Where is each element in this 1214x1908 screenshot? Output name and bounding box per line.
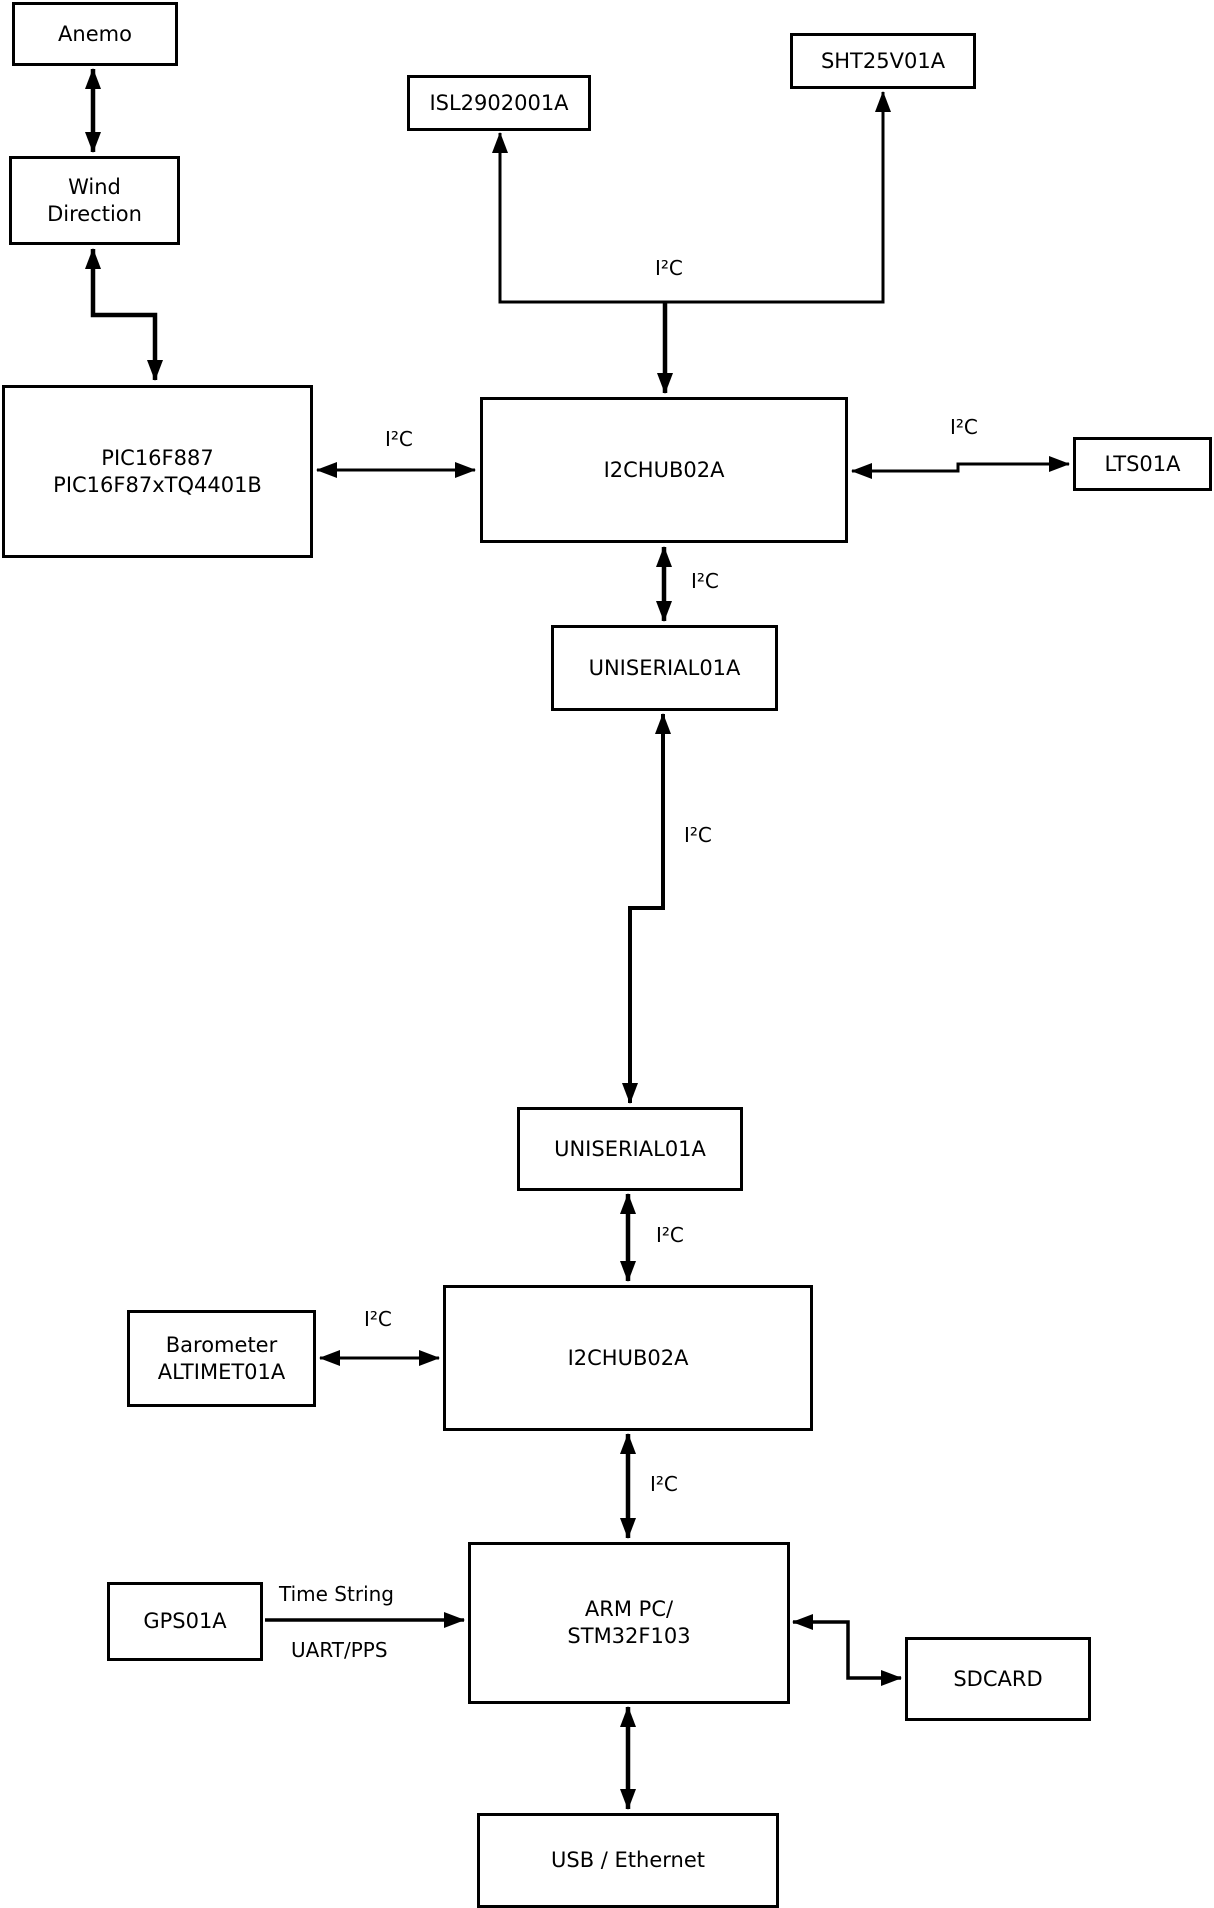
edge-label-uart-pps: UART/PPS [291, 1638, 388, 1662]
isl-label: ISL2902001A [429, 90, 569, 115]
wind-direction-label: Wind Direction [47, 174, 142, 226]
edge-label-time-string: Time String [279, 1582, 394, 1606]
wind-direction-box: Wind Direction [9, 156, 180, 245]
gps-label: GPS01A [143, 1609, 227, 1633]
uniserial-bottom-label: UNISERIAL01A [554, 1136, 706, 1161]
uniserial-top-box: UNISERIAL01A [551, 625, 778, 711]
anemo-label: Anemo [58, 21, 132, 46]
edge-label-barometer-hub2: I²C [364, 1307, 392, 1331]
edge-label-hub-lts: I²C [950, 415, 978, 439]
sdcard-label: SDCARD [953, 1666, 1043, 1691]
lts-label: LTS01A [1104, 451, 1181, 476]
barometer-box: Barometer ALTIMET01A [127, 1310, 316, 1407]
barometer-label: Barometer ALTIMET01A [157, 1332, 286, 1384]
isl-box: ISL2902001A [407, 75, 591, 131]
connector-arm-sdcard [792, 1614, 902, 1686]
uniserial-top-label: UNISERIAL01A [588, 655, 741, 680]
arm-box: ARM PC/ STM32F103 [468, 1542, 790, 1704]
arm-label: ARM PC/ STM32F103 [567, 1597, 691, 1648]
i2chub-top-label: I2CHUB02A [603, 457, 725, 482]
connector-uniserial1-uniserial2 [622, 713, 671, 1104]
sdcard-box: SDCARD [905, 1637, 1091, 1721]
connector-wind-pic [85, 248, 163, 381]
sht-box: SHT25V01A [790, 33, 976, 89]
anemo-box: Anemo [12, 2, 178, 66]
pic-label: PIC16F887 PIC16F87xTQ4401B [53, 445, 262, 497]
i2chub-top-box: I2CHUB02A [480, 397, 848, 543]
edge-label-hub-uniserial: I²C [691, 569, 719, 593]
i2chub-bottom-label: I2CHUB02A [567, 1345, 689, 1370]
usb-ethernet-label: USB / Ethernet [551, 1848, 705, 1872]
usb-ethernet-box: USB / Ethernet [477, 1813, 779, 1908]
edge-label-hub2-arm: I²C [650, 1472, 678, 1496]
uniserial-bottom-box: UNISERIAL01A [517, 1107, 743, 1191]
pic-box: PIC16F887 PIC16F87xTQ4401B [2, 385, 313, 558]
edge-label-pic-hub: I²C [385, 427, 413, 451]
gps-box: GPS01A [107, 1582, 263, 1661]
edge-label-uniserial-link: I²C [684, 823, 712, 847]
sht-label: SHT25V01A [820, 48, 946, 73]
connector-bus-isl-sht [492, 91, 891, 304]
lts-box: LTS01A [1073, 437, 1212, 491]
i2chub-bottom-box: I2CHUB02A [443, 1285, 813, 1431]
edge-label-bus-top: I²C [655, 256, 683, 280]
edge-label-uniserial-hub2: I²C [656, 1223, 684, 1247]
connector-hub1-lts [851, 456, 1070, 479]
